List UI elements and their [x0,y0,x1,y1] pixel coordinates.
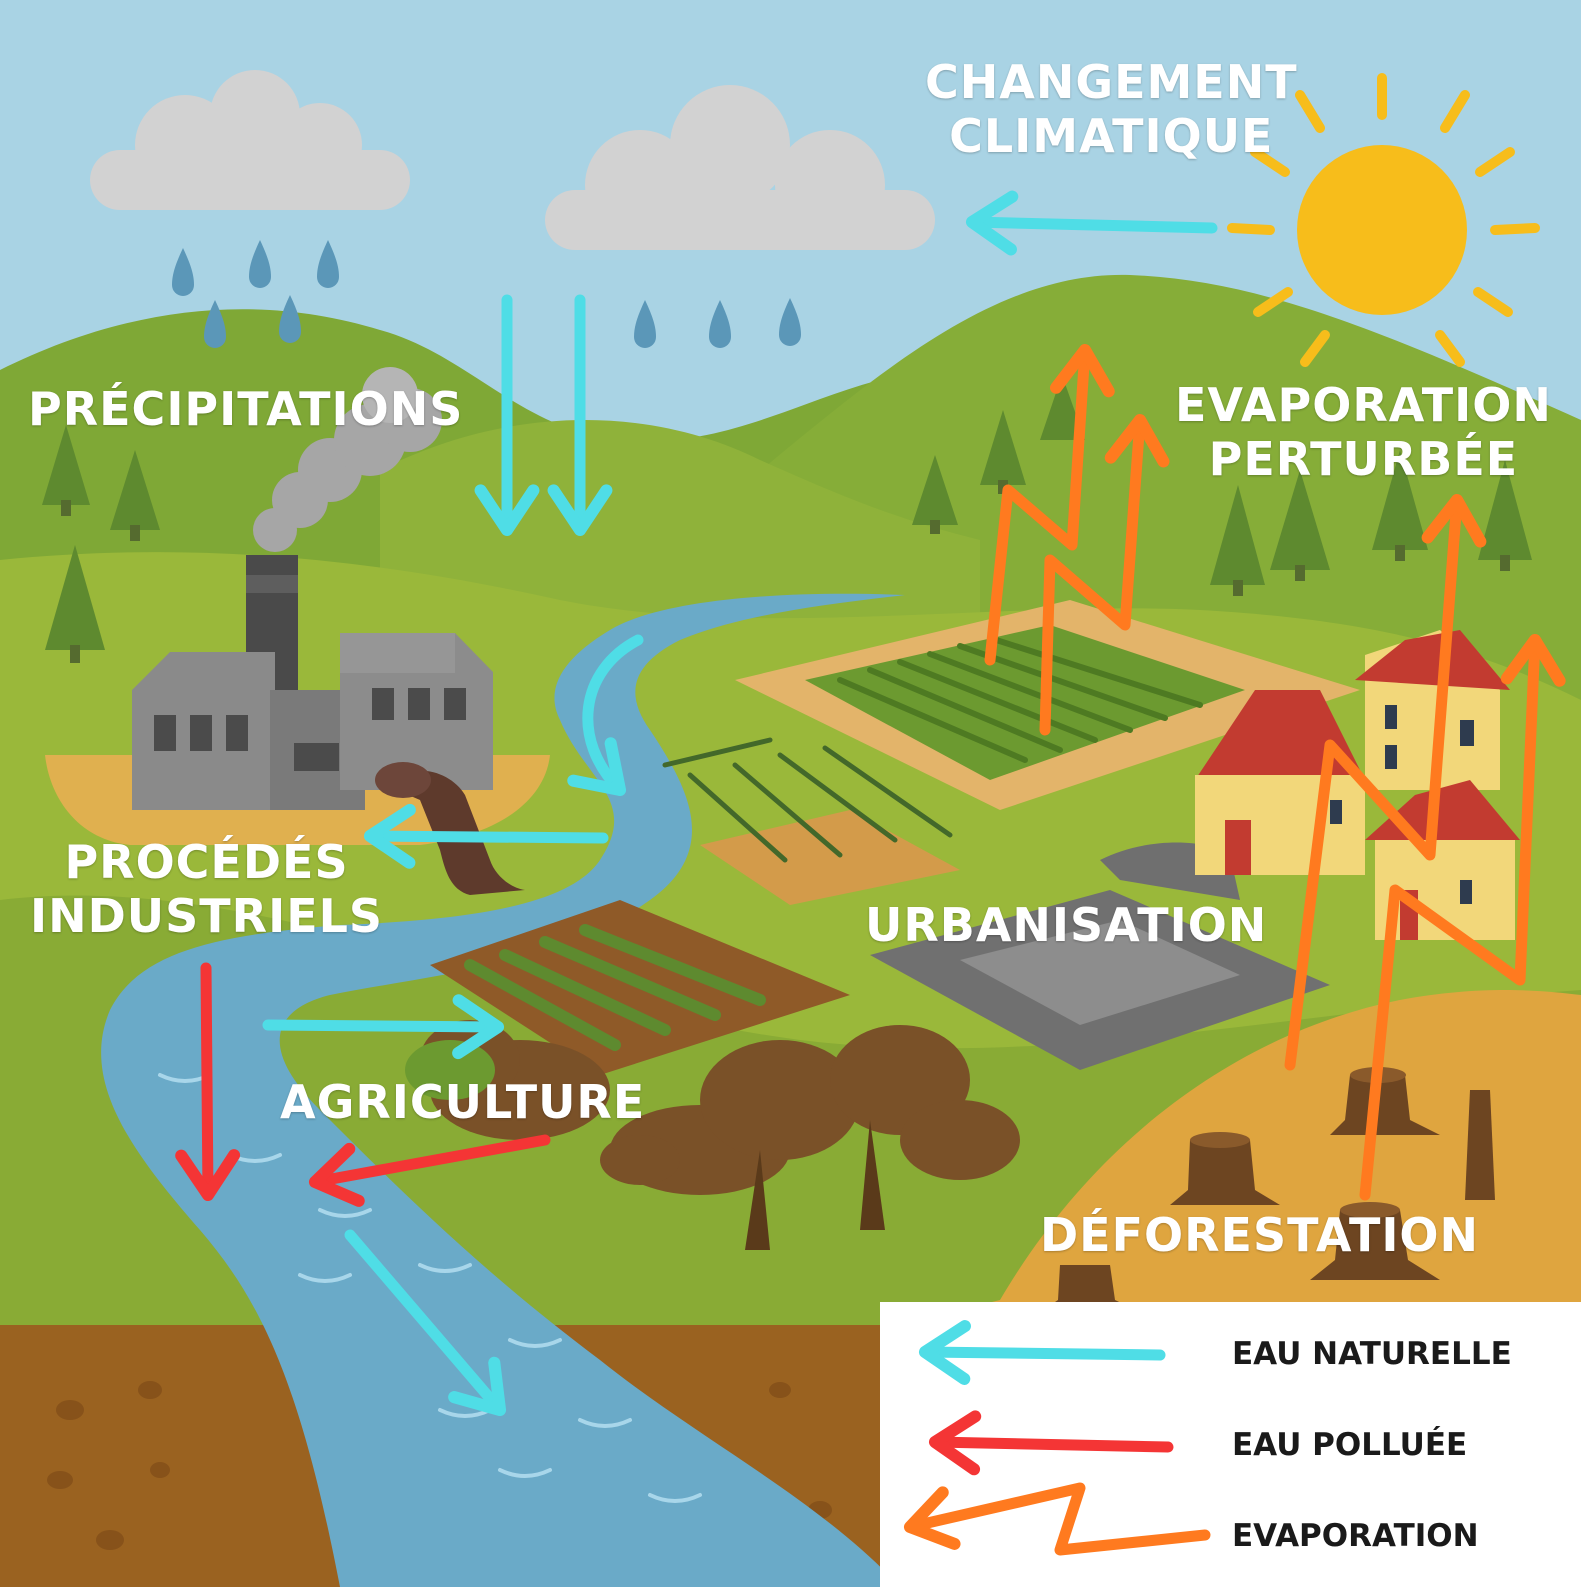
sun [1227,73,1540,367]
label-climate-change-line2: CLIMATIQUE [949,109,1274,164]
cloud-left [90,70,410,210]
label-industrial-processes-line2: INDUSTRIELS [30,889,384,944]
label-climate-change-line1: CHANGEMENT [925,55,1298,109]
label-urbanisation: URBANISATION [865,898,1268,952]
label-disturbed-evaporation-line2: PERTURBÉE [1208,432,1519,487]
natural-water-arrows [262,190,1218,1417]
legend-label-evaporation: EVAPORATION [1232,1518,1479,1554]
tree-stumps [1040,1067,1495,1312]
label-agriculture: AGRICULTURE [280,1075,646,1129]
label-disturbed-evaporation-line1: EVAPORATION [1175,378,1552,432]
vineyard-rows [662,737,953,863]
label-industrial-processes: PROCÉDÉS INDUSTRIELS [30,835,383,944]
label-disturbed-evaporation: EVAPORATION PERTURBÉE [1175,378,1552,487]
legend-label-natural: EAU NATURELLE [1232,1336,1512,1372]
label-industrial-processes-line1: PROCÉDÉS [64,835,349,889]
legend-label-polluted: EAU POLLUÉE [1232,1427,1468,1463]
river [101,593,906,1587]
field-top [805,625,1245,780]
factory-smoke [253,367,442,552]
polluted-water-arrows [175,962,551,1207]
factory [132,555,493,810]
cloud-right [545,85,935,250]
label-deforestation: DÉFORESTATION [1040,1208,1480,1262]
urban-square-inner [960,920,1240,1025]
evaporation-arrows [984,343,1566,1201]
label-precipitations: PRÉCIPITATIONS [28,382,464,436]
vineyard-ground [700,810,960,905]
rain-drops [172,240,801,348]
label-climate-change: CHANGEMENT CLIMATIQUE [925,55,1298,164]
pine-trees [42,375,1532,663]
agri-field-rows [464,924,766,1051]
